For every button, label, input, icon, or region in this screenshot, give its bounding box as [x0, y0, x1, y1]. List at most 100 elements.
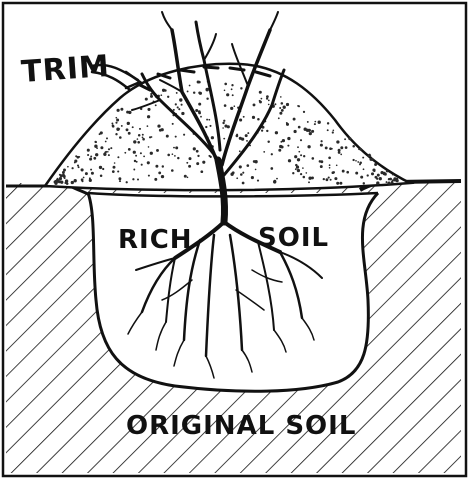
stipple-dot [108, 154, 110, 156]
stipple-dot [208, 155, 210, 157]
stipple-dot [117, 109, 120, 112]
stipple-dot [124, 152, 126, 154]
stipple-dot [253, 103, 256, 106]
stipple-dot [259, 100, 261, 102]
stipple-dot [363, 168, 365, 170]
stipple-dot [71, 167, 73, 169]
stipple-dot [222, 127, 224, 129]
stipple-dot [143, 156, 145, 158]
stipple-dot [295, 164, 297, 166]
stipple-dot [247, 132, 249, 134]
stipple-dot [211, 136, 214, 139]
stipple-dot [278, 149, 281, 152]
stipple-dot [113, 166, 116, 169]
stipple-dot [160, 94, 162, 96]
stipple-dot [336, 140, 339, 143]
stipple-dot [329, 147, 332, 150]
stipple-dot [150, 95, 153, 98]
stipple-dot [336, 165, 338, 167]
stipple-dot [87, 154, 89, 156]
stipple-dot [234, 105, 236, 107]
stipple-dot [226, 93, 229, 96]
stipple-dot [175, 103, 177, 105]
stipple-dot [232, 94, 234, 96]
stipple-dot [85, 172, 88, 175]
stipple-dot [355, 160, 357, 162]
stipple-dot [371, 172, 374, 175]
stipple-dot [288, 159, 291, 162]
stipple-dot [94, 145, 97, 148]
stipple-dot [193, 91, 195, 93]
stipple-dot [189, 157, 192, 160]
stipple-dot [257, 118, 260, 121]
stipple-dot [175, 136, 177, 138]
planting-hole-outline [88, 193, 378, 391]
stipple-dot [297, 158, 300, 161]
stipple-dot [348, 137, 351, 140]
stipple-dot [206, 119, 208, 121]
stipple-dot [271, 153, 273, 155]
stipple-dot [134, 160, 136, 162]
stipple-dot [87, 149, 90, 152]
stipple-dot [184, 175, 187, 178]
stipple-dot [311, 130, 314, 133]
stipple-dot [368, 154, 371, 157]
stipple-dot [227, 125, 230, 128]
stipple-dot [332, 129, 334, 131]
stipple-dot [200, 170, 203, 173]
stipple-dot [137, 178, 139, 180]
stipple-dot [137, 141, 140, 144]
trim-label: TRIM [20, 49, 111, 90]
stipple-dot [83, 177, 85, 179]
stipple-dot [133, 151, 136, 154]
stipple-dot [352, 145, 355, 148]
stipple-dot [294, 155, 297, 158]
stipple-dot [186, 162, 188, 164]
stipple-dot [287, 137, 290, 140]
stipple-dot [161, 175, 164, 178]
stipple-dot [259, 91, 262, 94]
stipple-dot [108, 148, 110, 150]
stipple-dot [352, 159, 354, 161]
stipple-dot [89, 158, 92, 161]
stipple-dot [231, 84, 233, 86]
stipple-dot [90, 169, 92, 171]
stipple-dot [105, 141, 107, 143]
stipple-dot [177, 106, 179, 108]
stipple-dot [181, 112, 184, 115]
stipple-dot [197, 155, 199, 157]
stipple-dot [116, 128, 119, 131]
stipple-dot [142, 137, 144, 139]
stipple-dot [93, 157, 96, 160]
stipple-dot [142, 134, 144, 136]
stipple-dot [278, 117, 280, 119]
stipple-dot [157, 124, 160, 127]
stipple-dot [59, 177, 62, 180]
stipple-dot [164, 89, 167, 92]
stipple-dot [202, 161, 205, 164]
stipple-dot [142, 138, 145, 141]
stipple-dot [297, 105, 299, 107]
stipple-dot [195, 109, 198, 112]
stipple-dot [309, 132, 312, 135]
stipple-dot [283, 106, 286, 109]
stipple-dot [158, 172, 161, 175]
stipple-dot [66, 182, 69, 185]
stipple-dot [62, 171, 65, 174]
stipple-dot [374, 163, 377, 166]
stipple-dot [172, 153, 174, 155]
stipple-dot [355, 172, 358, 175]
stipple-dot [230, 173, 233, 176]
stipple-dot [312, 157, 315, 160]
stipple-dot [187, 177, 189, 179]
stipple-dot [304, 128, 307, 131]
stipple-dot [154, 178, 157, 181]
stipple-dot [126, 128, 129, 131]
stipple-dot [205, 126, 207, 128]
stipple-dot [81, 180, 83, 182]
stipple-dot [297, 146, 299, 148]
stipple-dot [107, 151, 109, 153]
stipple-dot [376, 181, 379, 184]
stipple-dot [251, 176, 254, 179]
stipple-dot [384, 173, 387, 176]
